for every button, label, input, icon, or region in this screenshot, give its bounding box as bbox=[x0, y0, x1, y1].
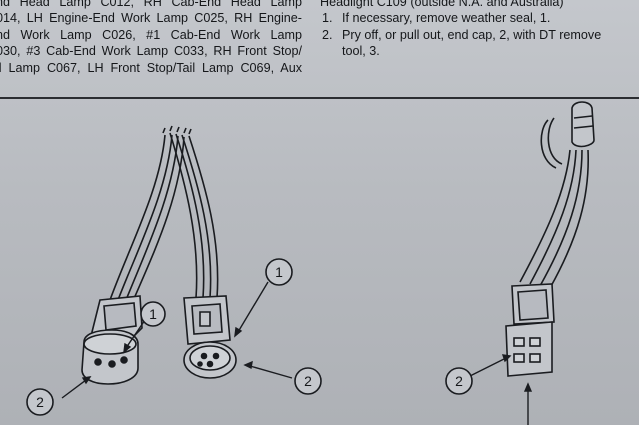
step-text: Pry off, or pull out, end cap, 2, with D… bbox=[342, 27, 602, 42]
headlight-connector-figure bbox=[519, 101, 595, 289]
procedure-steps: 1. If necessary, remove weather seal, 1.… bbox=[320, 10, 639, 59]
callout-label: 1 bbox=[275, 264, 283, 280]
left-text-line: il Lamp C067, LH Front Stop/Tail Lamp C0… bbox=[0, 60, 302, 75]
step-number: 1. bbox=[322, 11, 333, 26]
callout-label: 1 bbox=[149, 306, 157, 322]
left-text-column: nd Head Lamp C012, RH Cab-End Head Lamp … bbox=[0, 0, 302, 76]
procedure-step: 2. Pry off, or pull out, end cap, 2, wit… bbox=[320, 27, 639, 60]
callout-2b: 2 bbox=[294, 367, 322, 395]
callout-label: 2 bbox=[455, 373, 463, 389]
left-text-line: 014, LH Engine-End Work Lamp C025, RH En… bbox=[0, 11, 302, 26]
right-connector bbox=[183, 295, 237, 379]
step-text-continuation: tool, 3. bbox=[342, 44, 380, 59]
connector-heading: Headlight C109 (outside N.A. and Austral… bbox=[320, 0, 564, 9]
section-divider bbox=[0, 97, 639, 99]
callout-2a: 2 bbox=[26, 388, 54, 416]
left-text-line: nd Head Lamp C012, RH Cab-End Head Lamp bbox=[0, 0, 302, 9]
callout-leaders-right bbox=[469, 354, 533, 425]
step-text: If necessary, remove weather seal, 1. bbox=[342, 11, 551, 26]
callout-label: 2 bbox=[36, 394, 44, 410]
right-text-column: Headlight C109 (outside N.A. and Austral… bbox=[320, 0, 639, 60]
left-text-line: nd Work Lamp C026, #1 Cab-End Work Lamp bbox=[0, 27, 302, 42]
step-number: 2. bbox=[322, 27, 333, 42]
callout-leaders-left bbox=[61, 281, 293, 399]
callout-1a: 1 bbox=[140, 301, 166, 327]
left-connector-figure bbox=[109, 125, 219, 302]
callout-label: 2 bbox=[304, 373, 312, 389]
procedure-step: 1. If necessary, remove weather seal, 1. bbox=[320, 10, 639, 26]
callout-1b: 1 bbox=[265, 258, 293, 286]
left-connector bbox=[81, 295, 143, 385]
headlight-connector-body bbox=[505, 283, 555, 377]
callout-2c: 2 bbox=[445, 367, 473, 395]
left-text-line: 030, #3 Cab-End Work Lamp C033, RH Front… bbox=[0, 44, 302, 59]
